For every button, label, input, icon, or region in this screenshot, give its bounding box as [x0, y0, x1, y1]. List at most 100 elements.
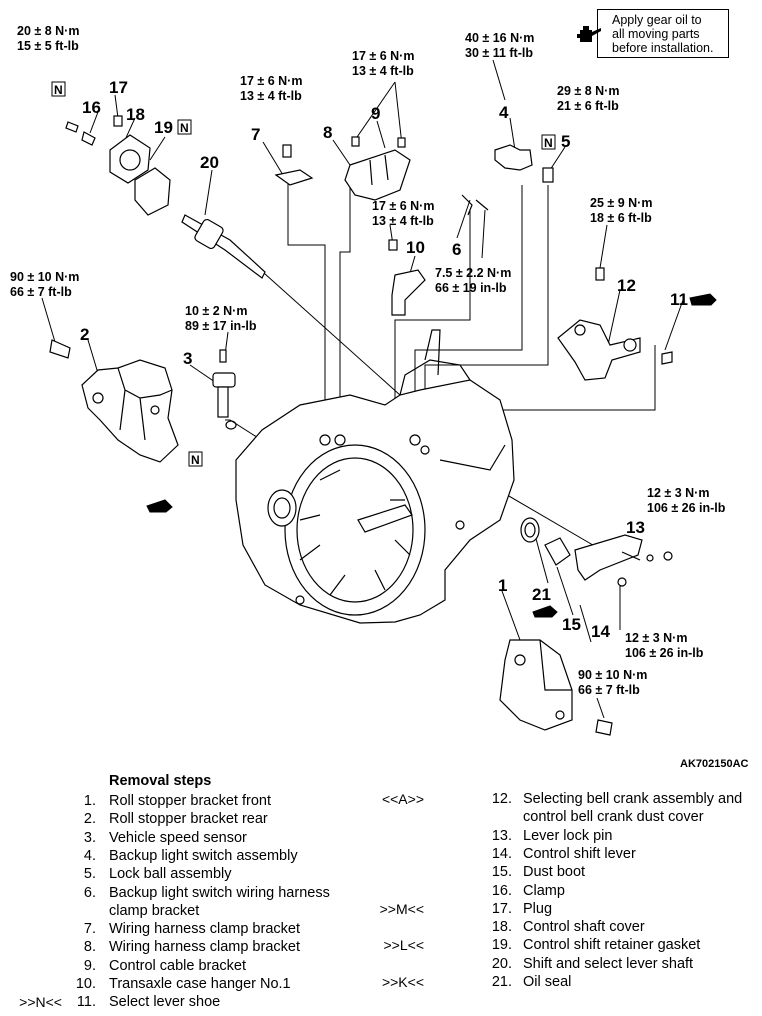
step-number: 21.: [491, 974, 512, 990]
step-text: Control shift lever: [523, 845, 636, 862]
note-line: all moving parts: [612, 27, 700, 41]
callout-18: 18: [126, 105, 145, 124]
step-number: 14.: [491, 845, 512, 862]
svg-text:N: N: [191, 453, 200, 467]
backup-light-switch: [494, 144, 533, 171]
step-number: 10.: [75, 976, 96, 992]
oil-can-icon: [577, 26, 601, 42]
callout-12: 12: [617, 276, 636, 295]
step-text: Wiring harness clamp bracket: [109, 921, 300, 938]
transaxle-case: [235, 329, 515, 624]
step-number: 19.: [491, 937, 512, 954]
callout-11: 11: [670, 290, 688, 309]
figure-code: AK702150AC: [680, 758, 749, 770]
lock-ball-assembly: [542, 167, 554, 183]
step-text: Oil seal: [523, 974, 572, 990]
plug: [113, 115, 123, 127]
callout-3: 3: [183, 349, 192, 368]
step-text: Control shaft cover: [523, 919, 645, 936]
leader-line-20: [254, 264, 401, 396]
step-number: 2.: [83, 811, 96, 828]
control-shift-lever: [574, 534, 643, 581]
callout-1: 1: [498, 576, 507, 595]
select-lever-shoe: [661, 351, 673, 365]
svg-text:N: N: [180, 121, 189, 135]
step-number: 13.: [491, 827, 512, 844]
callout-10: 10: [406, 238, 425, 257]
bolt-2: [49, 339, 71, 359]
callout-7: 7: [251, 125, 260, 144]
lever-lock-pin: [621, 551, 641, 561]
step-text: Clamp: [523, 882, 565, 899]
gear-oil-icon: [146, 293, 717, 618]
step-text: Wiring harness clamp bracket: [109, 939, 300, 956]
torque-7-line1: 17 ± 6 N·m: [240, 74, 302, 88]
torque-2-line2: 66 ± 7 ft-lb: [10, 285, 72, 299]
step-number: 11.: [76, 994, 96, 1011]
control-shaft-cover: [109, 134, 151, 184]
step-number: 5.: [83, 866, 96, 883]
bolt-1: [595, 719, 613, 736]
reference-mark: <<A>>: [381, 791, 424, 807]
note-line: before installation.: [612, 41, 714, 55]
torque-14-line1: 12 ± 3 N·m: [625, 631, 687, 645]
callout-14: 14: [591, 622, 610, 641]
step-text: Roll stopper bracket rear: [109, 811, 268, 828]
step-text: Dust boot: [523, 864, 586, 881]
step-text: Plug: [523, 900, 553, 917]
torque-1-line2: 66 ± 7 ft-lb: [578, 683, 640, 697]
step-number: 3.: [83, 829, 96, 846]
callout-2: 2: [80, 325, 89, 344]
callout-15: 15: [562, 615, 581, 634]
torque-6-line2: 66 ± 19 in-lb: [435, 281, 507, 295]
exploded-transaxle-diagram: N N N N 20 ± 8 N·m 15 ± 5 ft-lb 17 ± 6 N…: [10, 24, 749, 770]
callout-4: 4: [499, 103, 509, 122]
roll-stopper-bracket-front: [499, 639, 573, 731]
callout-19: 19: [154, 118, 173, 137]
torque-16-line2: 15 ± 5 ft-lb: [17, 39, 79, 53]
leader-line-6: [394, 210, 471, 420]
callout-13: 13: [626, 518, 645, 537]
torque-7-line2: 13 ± 4 ft-lb: [240, 89, 302, 103]
transaxle-case-hanger: [391, 269, 426, 316]
callout-16: 16: [82, 98, 101, 117]
torque-6-line1: 7.5 ± 2.2 N·m: [435, 266, 511, 280]
step-text: Control cable bracket: [109, 957, 247, 974]
torque-16-line1: 20 ± 8 N·m: [17, 24, 79, 38]
torque-10-line2: 13 ± 4 ft-lb: [372, 214, 434, 228]
vehicle-speed-sensor: [212, 349, 237, 430]
callout-9: 9: [371, 104, 380, 123]
torque-9-line1: 17 ± 6 N·m: [352, 49, 414, 63]
torque-9-line2: 13 ± 4 ft-lb: [352, 64, 414, 78]
leader-line-7: [287, 180, 326, 440]
step-number: 16.: [491, 882, 512, 899]
note-line: Apply gear oil to: [612, 13, 702, 27]
callout-20: 20: [200, 153, 219, 172]
oil-seal: [520, 517, 540, 543]
gear-oil-note: Apply gear oil to all moving parts befor…: [597, 9, 729, 58]
svg-text:N: N: [54, 83, 63, 97]
clamp: [81, 131, 96, 146]
reference-mark: >>N<<: [19, 994, 62, 1011]
callout-17: 17: [109, 78, 128, 97]
control-cable-bracket: [344, 149, 411, 201]
step-number: 8.: [83, 939, 96, 956]
selecting-bell-crank: [557, 319, 641, 381]
removal-steps-title: Removal steps: [109, 773, 212, 789]
callout-6: 6: [452, 240, 461, 259]
step-number: 15.: [491, 864, 512, 881]
step-number: 4.: [83, 847, 96, 864]
step-number: 17.: [491, 900, 512, 917]
step-text: Selecting bell crank assembly and: [523, 791, 743, 807]
step-number: 7.: [83, 921, 96, 938]
step-text: Backup light switch wiring harness: [109, 884, 330, 901]
roll-stopper-bracket-rear: [81, 359, 179, 463]
torque-10-line1: 17 ± 6 N·m: [372, 199, 434, 213]
step-text: Vehicle speed sensor: [109, 829, 247, 846]
step-text: control bell crank dust cover: [523, 809, 704, 826]
step-text: Lever lock pin: [523, 827, 613, 844]
step-number: 18.: [491, 919, 512, 936]
torque-3-line1: 10 ± 2 N·m: [185, 304, 247, 318]
step-number: 12.: [491, 791, 512, 807]
callout-21: 21: [532, 585, 551, 604]
